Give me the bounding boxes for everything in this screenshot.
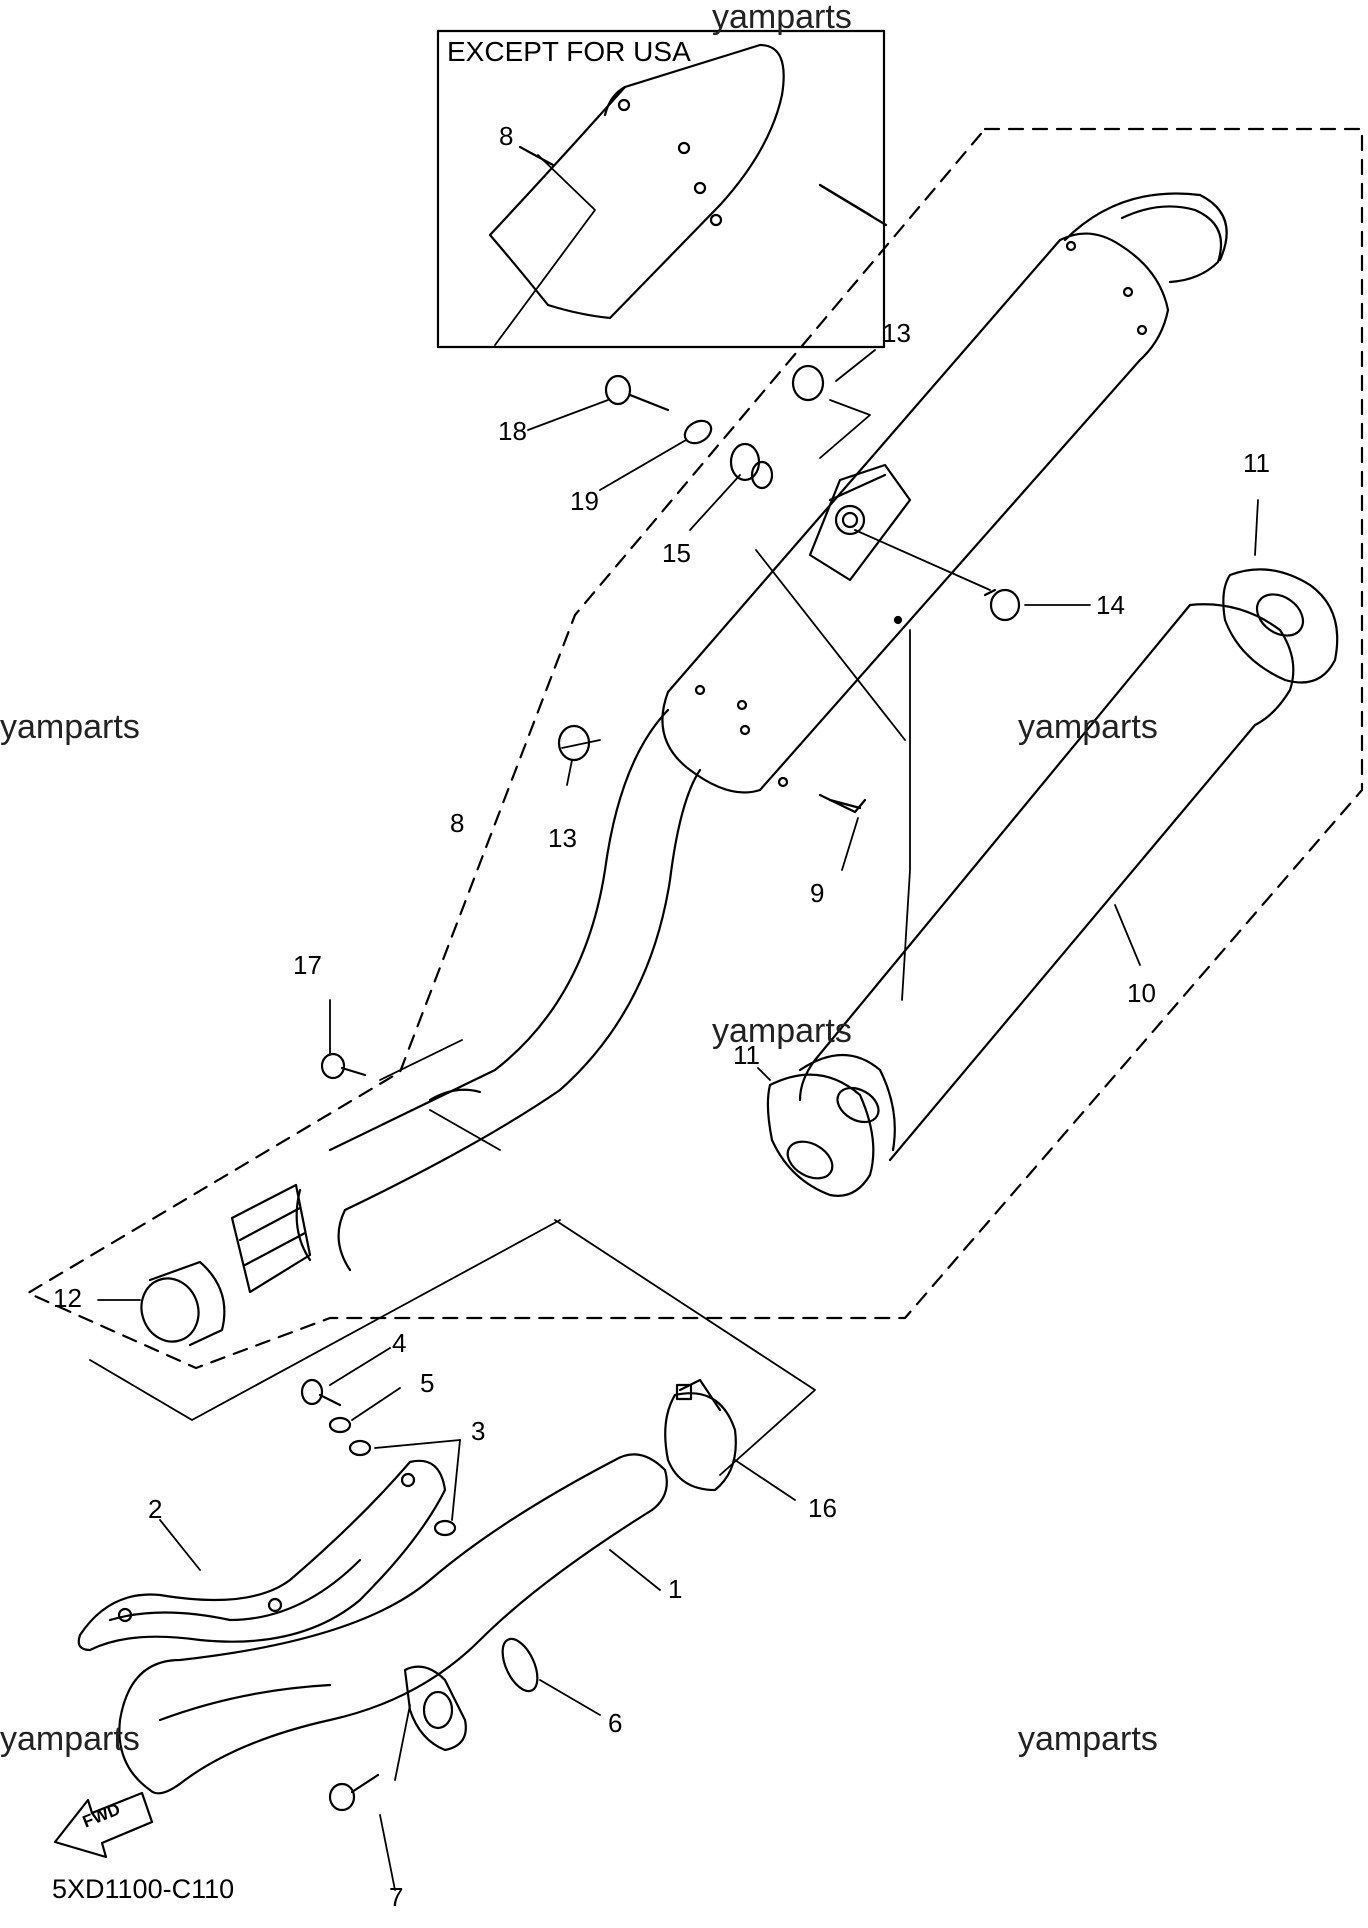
callout-18: 18 — [498, 416, 527, 446]
callout-19: 19 — [570, 486, 599, 516]
watermark-left-mid: yamparts — [0, 708, 140, 746]
bolt-14 — [983, 588, 1021, 622]
gasket-11-lower — [766, 1053, 896, 1197]
bolt-17 — [320, 1052, 367, 1080]
pipe-joint-clip — [230, 1183, 352, 1294]
ring-12 — [140, 1260, 226, 1347]
callout-11-top: 11 — [1243, 448, 1270, 478]
bolt-4 — [300, 1378, 342, 1407]
callout-8-main: 8 — [450, 808, 465, 838]
mid-exhaust-pipe — [328, 708, 702, 1212]
washer-3 — [348, 1439, 457, 1537]
muffler-body — [661, 192, 1228, 794]
callout-11-low: 11 — [733, 1040, 760, 1070]
callout-4: 4 — [392, 1328, 407, 1358]
callout-14: 14 — [1096, 590, 1125, 620]
collar-15 — [729, 442, 774, 490]
callout-13-mid: 13 — [548, 823, 577, 853]
diagram-code: 5XD1100-C110 — [52, 1874, 235, 1904]
bolt-18 — [604, 374, 670, 412]
callout-3: 3 — [471, 1416, 486, 1446]
clamp-16 — [664, 1378, 737, 1492]
silencer-cover — [798, 603, 1295, 1162]
watermark-right-mid: yamparts — [1018, 708, 1158, 746]
callout-13-top: 13 — [882, 318, 911, 348]
watermark-top: yamparts — [712, 0, 852, 36]
callout-17: 17 — [293, 950, 322, 980]
callout-9: 9 — [810, 878, 825, 908]
bolt-7 — [328, 1773, 380, 1812]
callout-10: 10 — [1127, 978, 1156, 1008]
callout-15: 15 — [662, 538, 691, 568]
assembly-dashed-outline — [26, 127, 1364, 1370]
washer-19 — [683, 419, 713, 445]
header-pipe-1 — [118, 1453, 668, 1795]
callout-16: 16 — [808, 1493, 837, 1523]
watermark-right-low: yamparts — [1018, 1720, 1158, 1758]
callout-7: 7 — [389, 1882, 404, 1912]
watermark-center: yamparts — [712, 1012, 852, 1050]
callout-12: 12 — [53, 1283, 82, 1313]
callout-5: 5 — [420, 1368, 435, 1398]
callout-2: 2 — [148, 1494, 163, 1524]
washer-5 — [328, 1416, 352, 1434]
inset-title: EXCEPT FOR USA — [447, 36, 691, 67]
gasket-11-upper — [1222, 568, 1339, 684]
callout-6: 6 — [608, 1708, 623, 1738]
callout-8-inset: 8 — [499, 121, 514, 151]
watermark-left-low: yamparts — [0, 1720, 140, 1758]
callout-1: 1 — [668, 1574, 683, 1604]
heat-shield-2 — [77, 1459, 447, 1652]
leader-lines — [89, 154, 1259, 1891]
screw-9 — [818, 793, 867, 814]
fwd-arrow — [53, 1791, 154, 1859]
grommet-13-top — [791, 364, 825, 402]
inset-box — [436, 29, 888, 349]
